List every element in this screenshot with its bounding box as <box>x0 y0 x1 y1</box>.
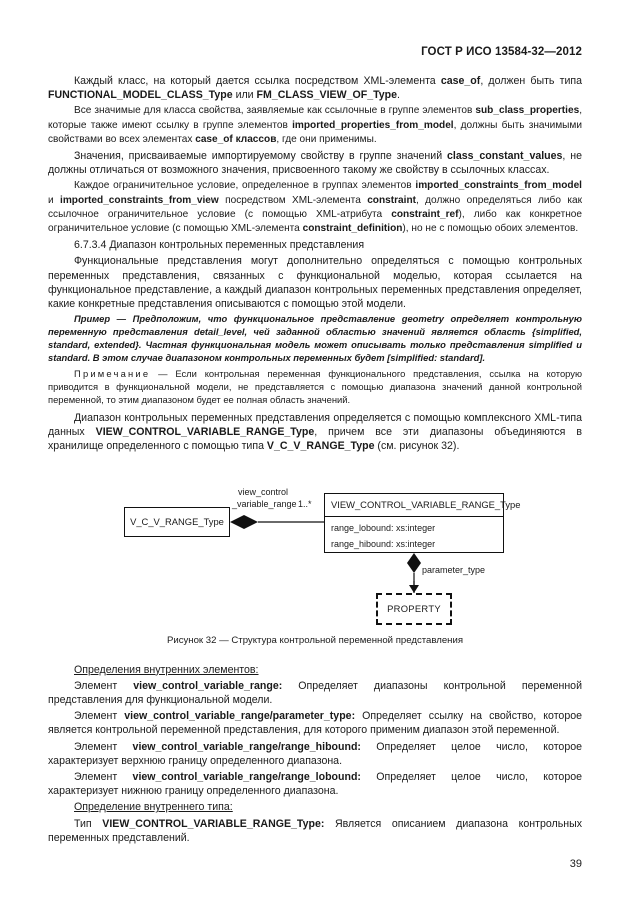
view-control-variable-range-type-box: VIEW_CONTROL_VARIABLE_RANGE_Type range_l… <box>324 493 520 554</box>
note-paragraph: Примечание — Если контрольная переменная… <box>48 368 582 406</box>
v-c-v-range-type-box: V_C_V_RANGE_Type <box>124 507 230 538</box>
composition-diamond-down <box>407 553 421 574</box>
example-paragraph: Пример — Предположим, что функциональное… <box>48 313 582 363</box>
v-c-v-range-type-label: V_C_V_RANGE_Type <box>130 516 224 528</box>
page-content: Каждый класс, на который дается ссылка п… <box>48 74 582 847</box>
view-control-variable-range-type-title: VIEW_CONTROL_VARIABLE_RANGE_Type <box>325 494 520 518</box>
page-number: 39 <box>569 858 582 870</box>
association-label-2: _variable_range <box>232 499 297 510</box>
heading-internal-elements: Определения внутренних элементов: <box>74 663 259 676</box>
heading-internal-type: Определение внутреннего типа: <box>74 801 233 814</box>
composition-diamond-left <box>230 515 258 530</box>
definition-range-hibound: Элемент view_control_variable_range/rang… <box>48 740 582 767</box>
figure-caption: Рисунок 32 — Структура контрольной перем… <box>166 635 464 647</box>
association-label-1: view_control <box>238 487 289 498</box>
definition-view-control-variable-range-type: Тип VIEW_CONTROL_VARIABLE_RANGE_Type: Яв… <box>48 817 582 844</box>
section-heading-6-7-3-4: 6.7.3.4 Диапазон контрольных переменных … <box>74 239 365 252</box>
paragraph-class-constant-values: Значения, присваиваемые импортируемому с… <box>48 150 582 177</box>
arrowhead-down <box>409 585 419 594</box>
attribute-range-lobound: range_lobound: xs:integer <box>331 523 436 534</box>
attribute-range-hibound: range_hibound: xs:integer <box>331 538 436 549</box>
paragraph-sub-class-properties: Все значимые для класса свойства, заявля… <box>48 105 582 145</box>
paragraph-case-of: Каждый класс, на который дается ссылка п… <box>48 75 583 102</box>
property-dashed-box: PROPERTY <box>376 593 452 626</box>
property-label: PROPERTY <box>387 603 441 615</box>
parameter-type-label: parameter_type <box>422 565 486 576</box>
multiplicity-label: 1..* <box>298 499 312 510</box>
document-header: ГОСТ Р ИСО 13584-32—2012 <box>421 46 582 58</box>
definition-parameter-type: Элемент view_control_variable_range/para… <box>48 710 582 737</box>
paragraph-functional-views: Функциональные представления могут допол… <box>48 255 582 311</box>
definition-view-control-variable-range: Элемент view_control_variable_range: Опр… <box>48 679 582 707</box>
paragraph-constraints: Каждое ограничительное условие, определе… <box>48 180 583 235</box>
definition-range-lobound: Элемент view_control_variable_range/rang… <box>48 771 582 798</box>
figure-32-diagram: V_C_V_RANGE_Type VIEW_CONTROL_VARIABLE_R… <box>48 459 582 634</box>
paragraph-range-type: Диапазон контрольных переменных представ… <box>48 411 582 453</box>
